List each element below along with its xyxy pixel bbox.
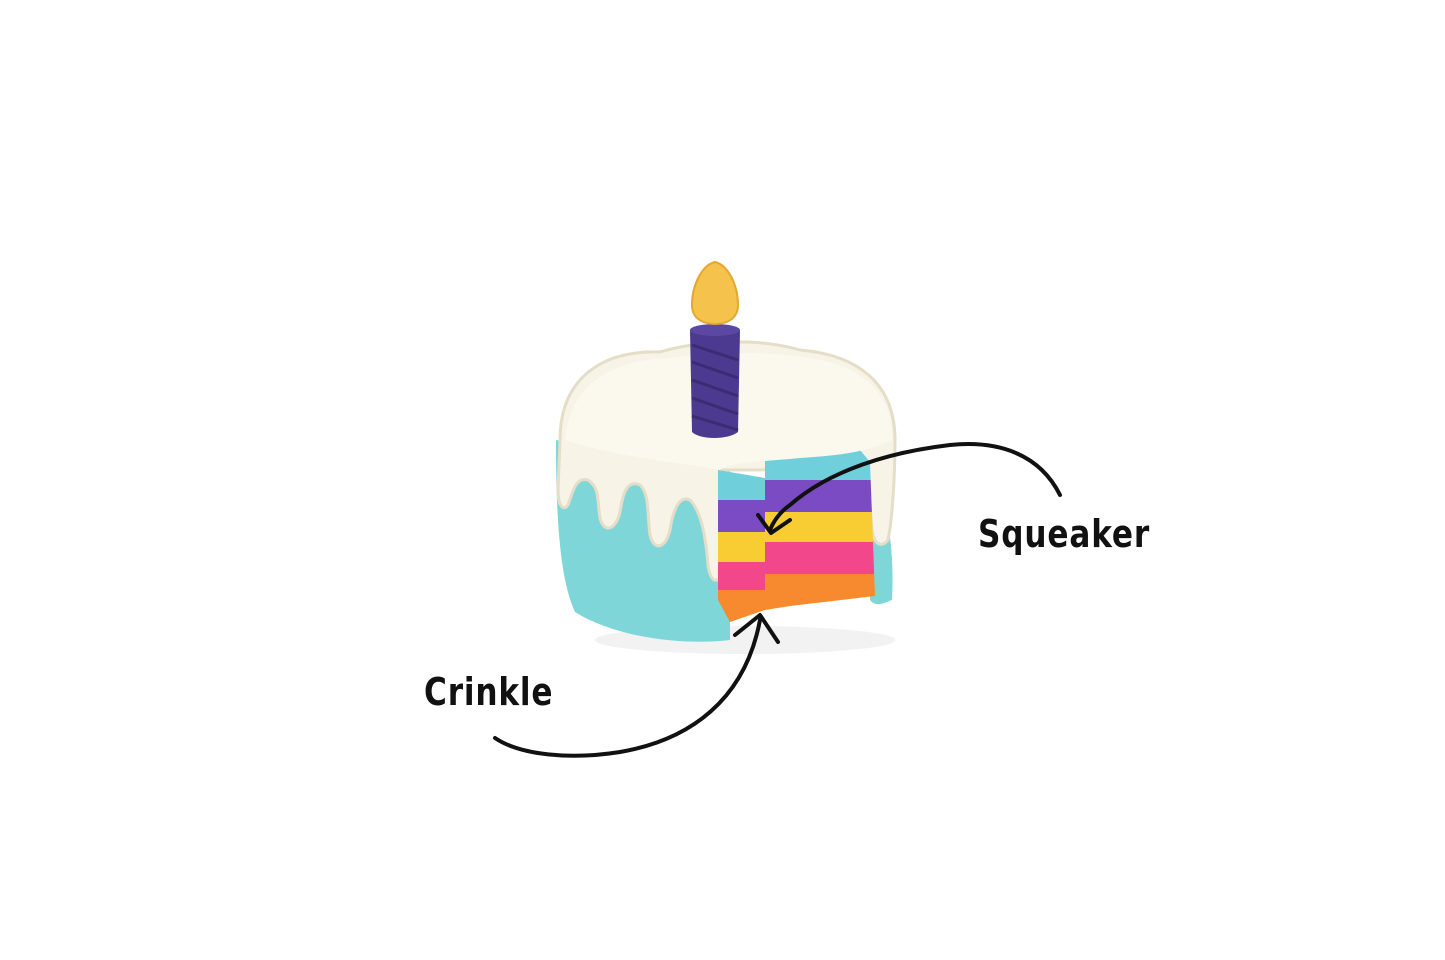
candle-top <box>690 324 740 336</box>
crinkle-label: Crinkle <box>424 670 554 714</box>
crinkle-arrowhead <box>733 613 780 644</box>
cake-cut-face <box>718 470 765 622</box>
candle-texture <box>691 343 739 432</box>
flame-icon <box>690 260 740 326</box>
squeaker-arrow <box>768 442 1062 532</box>
squeaker-label: Squeaker <box>978 512 1151 556</box>
squeaker-arrowhead <box>756 513 792 535</box>
crinkle-arrow <box>493 618 762 758</box>
